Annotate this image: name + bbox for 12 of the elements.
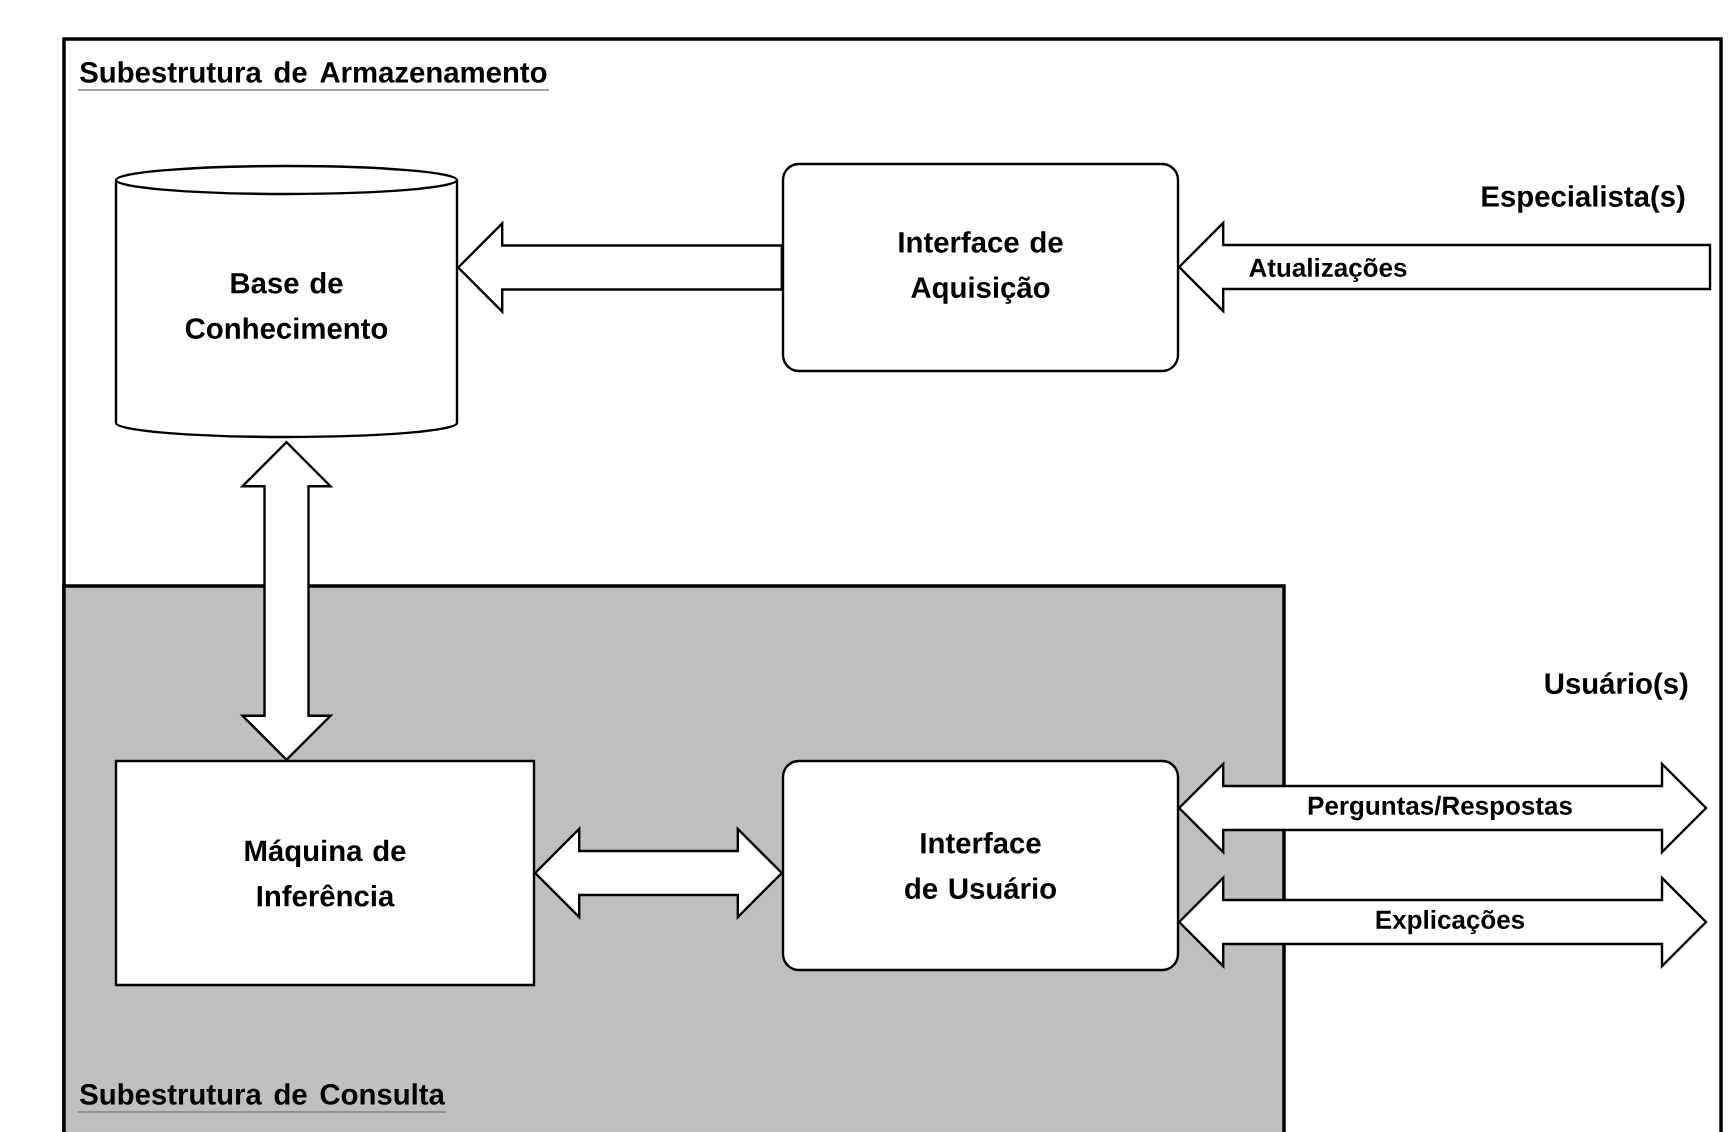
process-box: Máquina de Inferência (114, 759, 536, 987)
label: Especialista(s) (1482, 185, 1685, 213)
arrow (533, 826, 784, 920)
process-box: Interface de Aquisição (781, 162, 1180, 373)
cylinder: Base de Conhecimento (114, 164, 459, 439)
arrow (239, 440, 334, 762)
edge-label: Explicações (1373, 908, 1527, 936)
label: Usuário(s) (1545, 672, 1688, 700)
edge-label: Atualizações (1247, 256, 1409, 284)
process-box: Interface de Usuário (781, 759, 1180, 972)
arrow (456, 220, 783, 315)
edge-label: Perguntas/Respostas (1305, 794, 1575, 822)
